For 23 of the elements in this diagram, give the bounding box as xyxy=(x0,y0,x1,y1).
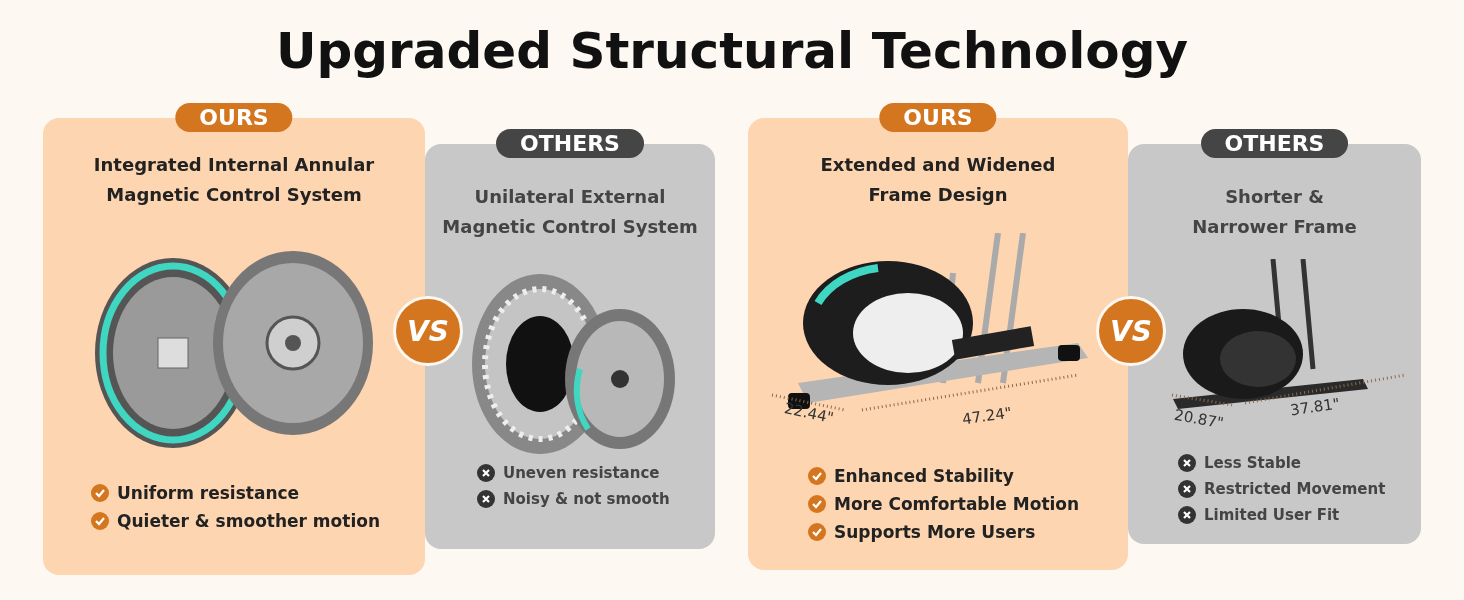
feature-text: Quieter & smoother motion xyxy=(117,511,380,531)
card-heading: Shorter & Narrower Frame xyxy=(1191,185,1358,239)
comparison-tag: OTHERS xyxy=(1200,129,1349,158)
card-heading: Extended and Widened Frame Design xyxy=(819,153,1057,207)
feature-text: Supports More Users xyxy=(834,522,1036,542)
feature-text: Enhanced Stability xyxy=(834,466,1014,486)
feature-text: Noisy & not smooth xyxy=(503,490,670,508)
comparison-tag: OURS xyxy=(175,103,293,132)
feature-text: Restricted Movement xyxy=(1204,480,1386,498)
feature-text: More Comfortable Motion xyxy=(834,494,1080,514)
comparison-tag: OURS xyxy=(879,103,997,132)
dimension-label: 37.81" xyxy=(1289,394,1341,420)
comparison-tag: OTHERS xyxy=(496,129,644,158)
page-title: Upgraded Structural Technology xyxy=(274,22,1190,80)
card-heading: Unilateral External Magnetic Control System xyxy=(441,185,699,239)
feature-text: Uneven resistance xyxy=(503,464,660,482)
dimension-label: 47.24" xyxy=(961,403,1013,429)
card-heading: Integrated Internal Annular Magnetic Control System xyxy=(92,153,376,207)
dimension-label: 20.87" xyxy=(1172,405,1226,433)
feature-text: Uniform resistance xyxy=(117,483,300,503)
dimension-label: 22.44" xyxy=(782,399,836,427)
feature-text: Less Stable xyxy=(1204,454,1301,472)
feature-text: Limited User Fit xyxy=(1204,506,1340,524)
